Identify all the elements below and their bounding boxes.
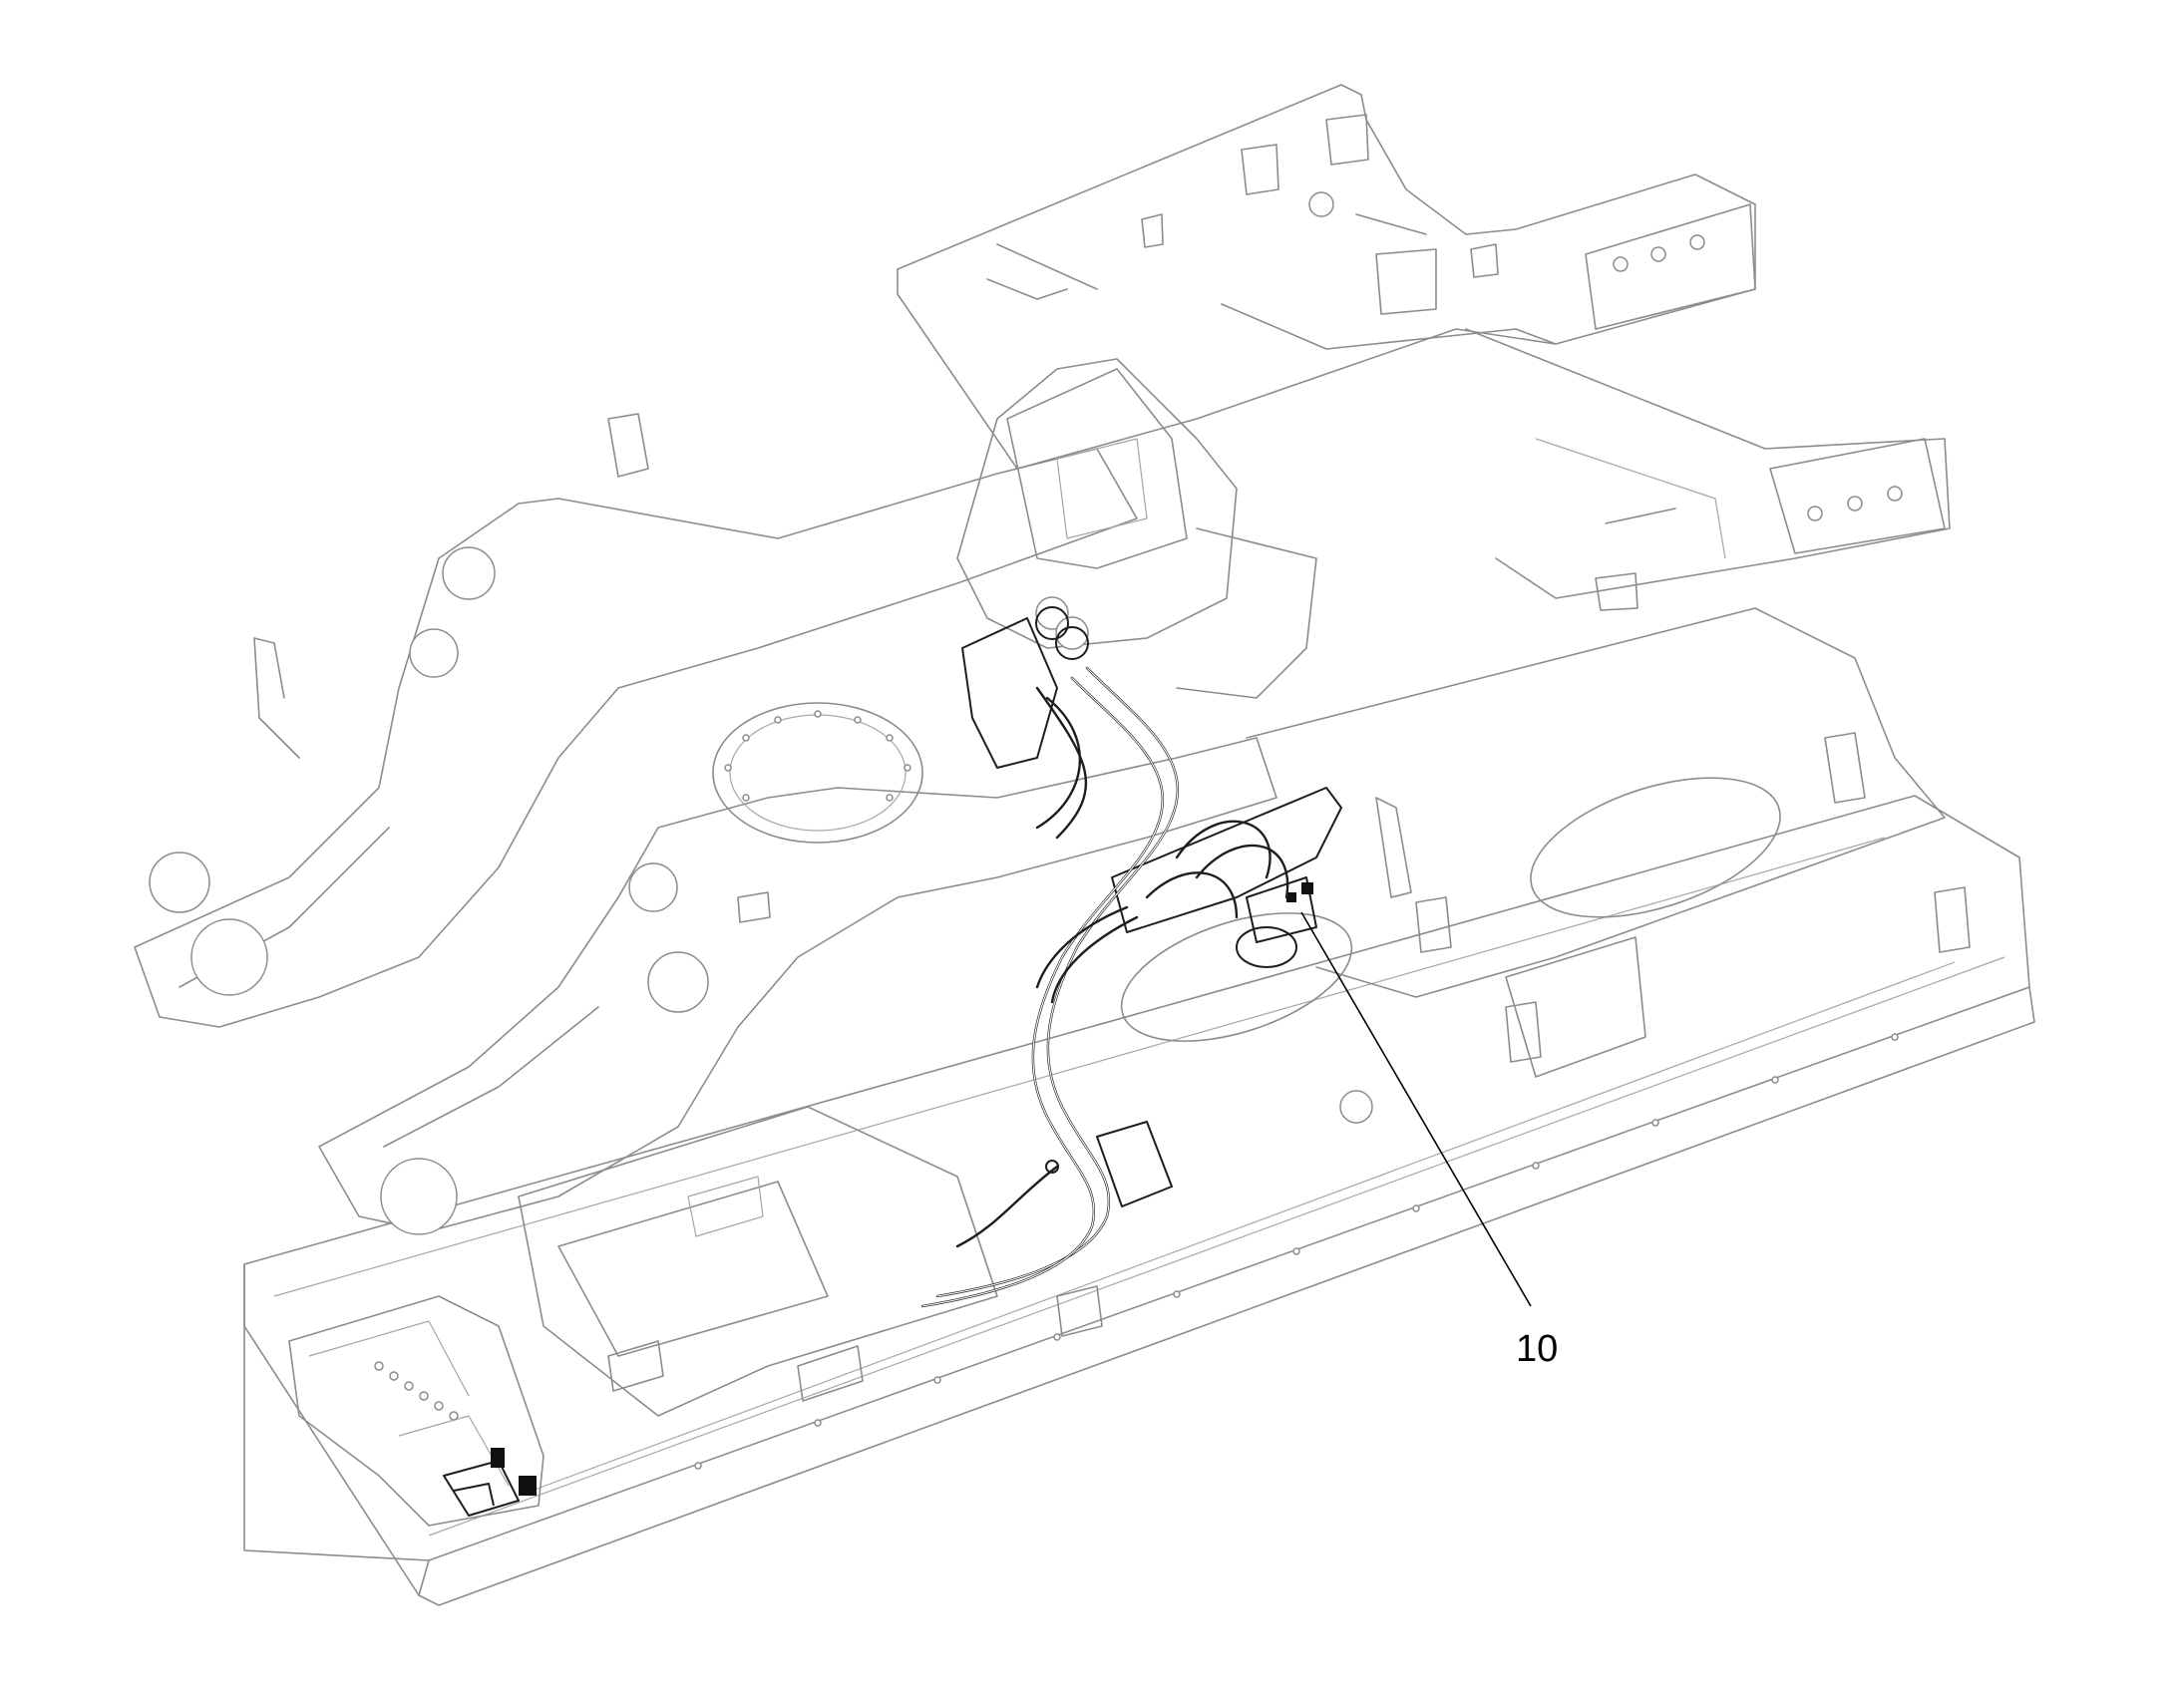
boom-foot-left bbox=[134, 413, 1138, 1028]
pedal-cluster bbox=[443, 1448, 537, 1517]
callout-label: 10 bbox=[1516, 1328, 1558, 1370]
pedal-platform bbox=[288, 1295, 545, 1527]
boom-foot-front bbox=[318, 737, 1277, 1235]
right-crossmember bbox=[1465, 328, 1951, 611]
callout-10: 10 bbox=[1300, 911, 1558, 1370]
mid-floor bbox=[1120, 607, 1971, 1124]
hose-harness bbox=[920, 606, 1342, 1308]
base-frame bbox=[243, 795, 2035, 1606]
slew-ring bbox=[712, 702, 923, 844]
lower-box bbox=[518, 1106, 1103, 1417]
callout-leader-line bbox=[1300, 911, 1532, 1307]
valve-block-dots bbox=[374, 1361, 459, 1421]
rail-bolt-row bbox=[694, 1033, 1899, 1470]
valve-stand bbox=[956, 358, 1317, 699]
upper-rear-frame bbox=[897, 84, 1756, 470]
